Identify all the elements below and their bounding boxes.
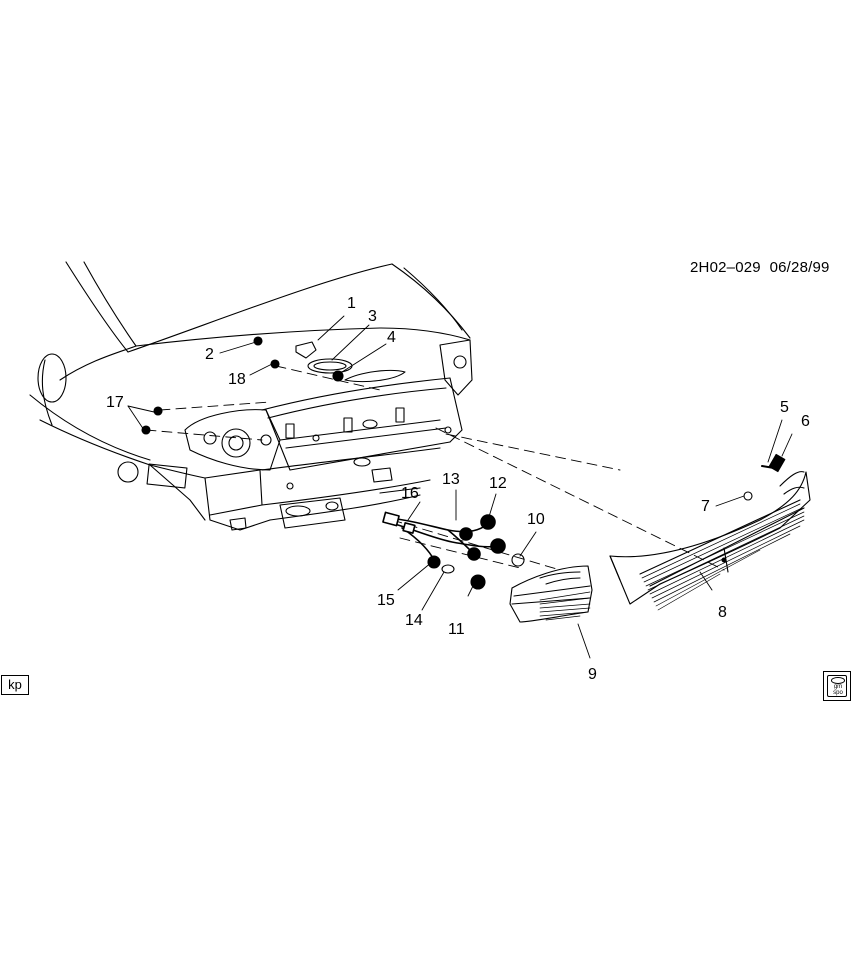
leader-lines <box>145 365 725 571</box>
callout-7: 7 <box>701 498 710 515</box>
nut-part-17b <box>141 425 151 435</box>
callout-2: 2 <box>205 346 214 363</box>
nut-part-17a <box>153 406 163 416</box>
diagram-code: 2H02–029 <box>690 259 761 276</box>
center-lamp-part-8 <box>609 471 811 611</box>
callout-9: 9 <box>588 666 597 683</box>
corner-tag: kp <box>1 675 29 695</box>
gm-spo-logo: gm spo <box>823 671 851 701</box>
nut-part-7 <box>743 491 753 501</box>
bulb-part-10 <box>511 553 525 567</box>
callout-15: 15 <box>377 592 395 609</box>
diagram-date: 06/28/99 <box>769 259 830 276</box>
callout-13: 13 <box>442 471 460 488</box>
wiring-harness <box>382 511 506 561</box>
callout-5: 5 <box>780 399 789 416</box>
callout-16: 16 <box>401 485 419 502</box>
callout-12: 12 <box>489 475 507 492</box>
callout-10: 10 <box>527 511 545 528</box>
socket-part-4 <box>332 370 344 382</box>
callout-leaders <box>127 315 793 659</box>
hardware-parts <box>141 336 786 590</box>
callout-4: 4 <box>387 329 396 346</box>
clip-part-6 <box>768 453 786 473</box>
socket-part-11 <box>470 574 486 590</box>
callout-14: 14 <box>405 612 423 629</box>
socket-part-15 <box>427 555 441 569</box>
callout-17: 17 <box>106 394 124 411</box>
callout-11: 11 <box>448 621 465 638</box>
lens-part-3 <box>307 358 353 374</box>
logo-line2: spo <box>833 690 843 696</box>
callout-18: 18 <box>228 371 246 388</box>
callout-6: 6 <box>801 413 810 430</box>
bracket-part-1 <box>295 341 317 359</box>
bulb-part-14 <box>441 564 455 574</box>
callout-1: 1 <box>347 295 356 312</box>
tail-lamp-part-9 <box>509 565 593 623</box>
nut-part-2 <box>253 336 263 346</box>
logo-line1: gm <box>833 684 843 690</box>
callout-3: 3 <box>368 308 377 325</box>
callout-8: 8 <box>718 604 727 621</box>
vehicle-rear-body <box>29 261 473 531</box>
nut-part-18 <box>270 359 280 369</box>
diagram-code-date: 2H02–029 06/28/99 <box>690 259 830 276</box>
